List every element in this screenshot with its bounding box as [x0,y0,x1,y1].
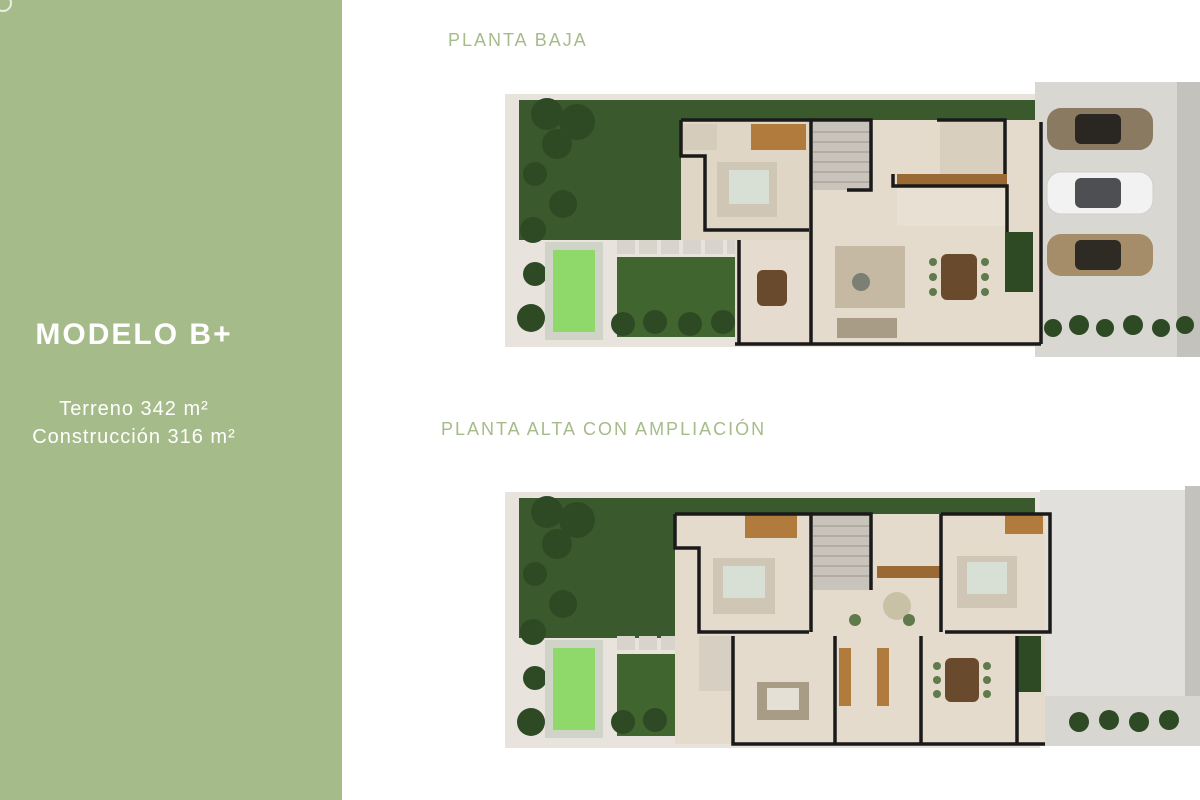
pool [553,250,595,332]
upper-floor-plan [505,486,1200,748]
logo-mark-icon [0,0,12,12]
model-info-panel: MODELO B+ Terreno 342 m² Construcción 31… [0,0,342,800]
tree-icon [517,496,1179,736]
tree-icon [517,98,1194,337]
car-icon [1046,108,1154,276]
construction-area: Construcción 316 m² [32,426,236,448]
ground-floor-plan [505,82,1200,357]
land-area: Terreno 342 m² [59,398,209,420]
ground-floor-label: PLANTA BAJA [448,30,588,50]
upper-floor-label: PLANTA ALTA CON AMPLIACIÓN [441,419,767,439]
pool [553,648,595,730]
model-title: MODELO B+ [35,318,233,351]
